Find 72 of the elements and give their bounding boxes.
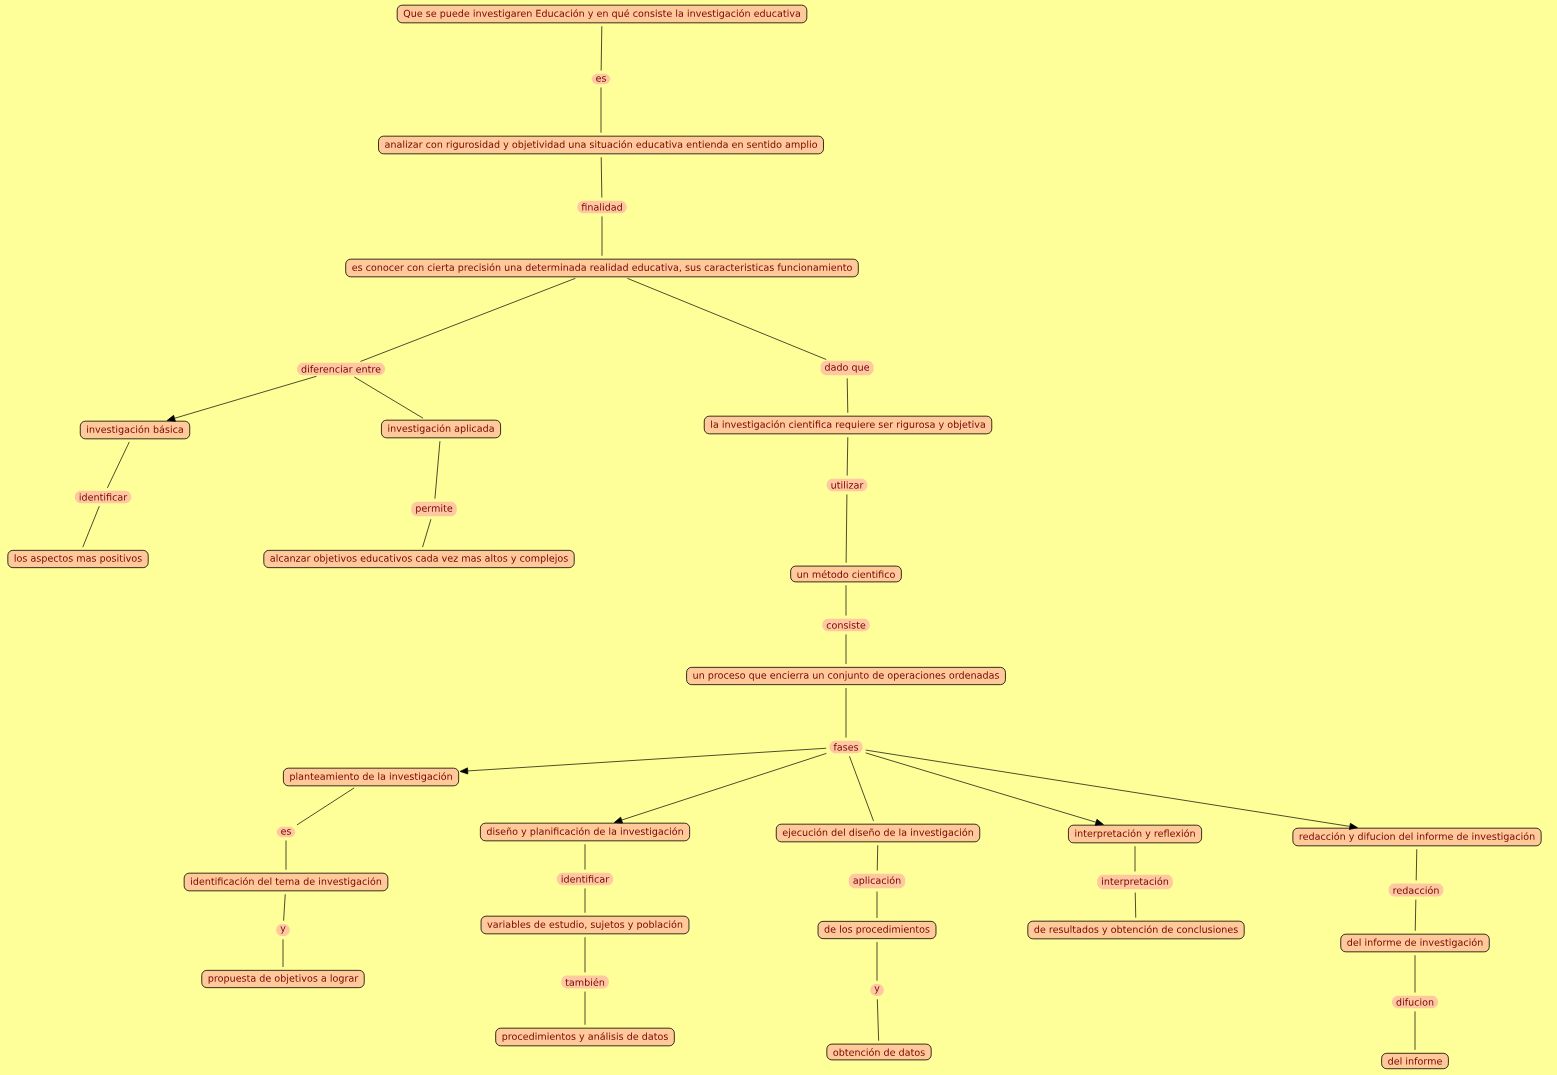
connector-line [1134,845,1136,872]
connector-line [845,687,847,738]
concept-box: redacción y difucion del informe de investigación [1292,827,1542,847]
connector-line [846,436,849,476]
connector-line [1414,899,1417,932]
concept-box: analizar con rigurosidad y objetividad una situación educativa entienda en sentido amplio [378,135,824,155]
arrow [459,747,827,775]
linking-phrase: difucion [1391,995,1439,1009]
concept-box: del informe [1381,1052,1449,1070]
connector-line [845,494,848,564]
concept-box: del informe de investigación [1340,933,1490,953]
concept-box: ejecución del diseño de la investigación [775,823,981,843]
arrow [865,752,1104,826]
linking-phrase: fases [829,740,863,754]
concept-box: variables de estudio, sujetos y población [480,915,690,935]
concept-box: identificación del tema de investigación [183,872,389,892]
concept-box: obtención de datos [826,1043,932,1061]
concept-box: alcanzar objetivos educativos cada vez mas altos y complejos [263,549,575,569]
concept-box: diseño y planificación de la investigación [479,822,691,842]
concept-box: planteamiento de la investigación [282,767,460,787]
concept-box: procedimientos y análisis de datos [495,1027,675,1047]
connector-line [846,378,849,414]
concept-box: de los procedimientos [817,920,937,940]
concept-box: investigación aplicada [381,419,501,439]
connector-line [285,840,287,871]
concept-box: propuesta de objetivos a lograr [201,969,365,989]
linking-phrase: es [276,826,296,838]
connector-line [584,888,586,914]
connector-line [1415,848,1418,881]
connector-line [1414,954,1416,993]
connector-line [849,755,874,822]
concept-box: un método cientifico [790,565,902,583]
connector-line [876,844,879,871]
concept-box: de resultados y obtención de conclusiones [1027,920,1245,940]
connector-line [845,584,847,616]
connector-line [1134,892,1137,919]
connector-line [282,938,284,968]
concept-box: investigación básica [79,420,191,440]
concept-box: interpretación y reflexión [1068,824,1202,844]
connector-line [584,843,586,870]
linking-phrase: utilizar [826,478,868,492]
connector-line [422,518,432,548]
connector-line [434,440,441,499]
connector-line [1414,1011,1416,1051]
connector-line [876,891,878,919]
connector-line [296,787,355,826]
connector-line [82,505,100,548]
connector-line [601,216,603,257]
connector-line [360,277,576,362]
linking-phrase: y [870,983,884,997]
arrow [613,753,827,824]
connector-line [845,634,847,665]
connector-line [600,156,603,198]
connector-line [353,376,424,419]
connector-line [876,941,878,981]
connector-line [584,991,586,1026]
connector-line [600,87,602,134]
linking-phrase: es [591,73,611,85]
concept-box: Que se puede investigaren Educación y en qué consiste la investigación educativa [396,4,808,24]
concept-box: los aspectos mas positivos [7,549,149,569]
arrow [865,749,1358,830]
connector-line [584,936,586,973]
connector-line [600,25,603,71]
linking-phrase: y [276,923,290,937]
arrow [166,375,317,422]
concept-box: la investigación cientifica requiere ser rigurosa y objetiva [703,415,993,435]
connector-line [107,441,130,489]
connector-line [876,998,879,1042]
connector-line [627,278,827,360]
connector-line [283,893,286,922]
concept-box: un proceso que encierra un conjunto de operaciones ordenadas [686,666,1006,686]
concept-box: es conocer con cierta precisión una determinada realidad educativa, sus caracteristicas funcionamiento [345,258,859,278]
